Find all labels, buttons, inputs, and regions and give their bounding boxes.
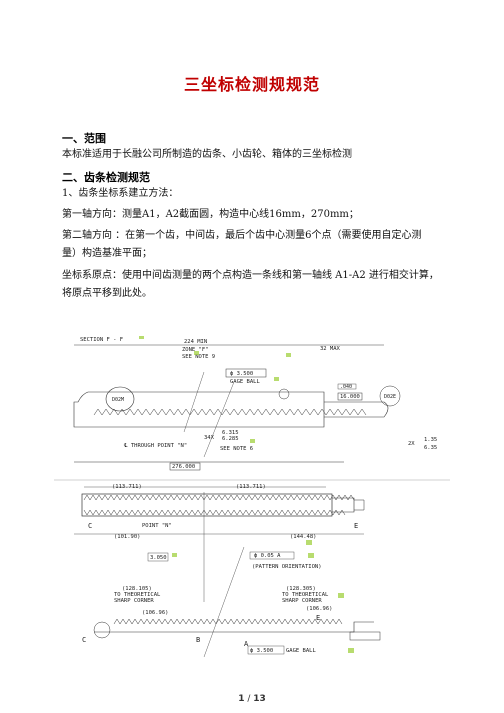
sharp-corner-1: SHARP CORNER	[114, 598, 154, 604]
svg-text:.040: .040	[340, 384, 352, 390]
dim-128-305: (128.305)	[286, 586, 316, 592]
dim-3-050: 3.050	[150, 555, 167, 561]
label-e: E	[354, 522, 358, 530]
dim-106-96-right: (106.96)	[306, 606, 333, 612]
dim-224: 224 MIN	[184, 339, 207, 345]
theoretical-1: TO THEORETICAL	[114, 592, 161, 598]
section-1-heading: 一、范围	[62, 132, 106, 145]
dim-128-105: (128.105)	[122, 586, 152, 592]
note-6: SEE NOTE 6	[220, 446, 253, 452]
tol-1-35: 1.35	[424, 437, 437, 443]
dim-106-96-left: (106.96)	[142, 610, 169, 616]
section-label: SECTION F - F	[80, 337, 123, 343]
page-total: 13	[253, 694, 266, 704]
gage-ball-size: ϕ 3.500	[230, 371, 253, 377]
label-a: A	[244, 640, 249, 648]
dim-16: 16.000	[340, 394, 360, 400]
true-position: ϕ 0.05 A	[254, 553, 281, 559]
gage-ball-label: GAGE BALL	[230, 379, 260, 385]
doc-title: 三坐标检测规规范	[183, 75, 320, 94]
axis-2-text-line1: 第二轴方向 ：在第一个齿，中间齿，最后个齿中心测量6个点（需要使用自定心测	[62, 230, 422, 241]
page-number: 1	[238, 694, 245, 704]
label-c: C	[88, 522, 92, 530]
section-2-heading: 二、齿条检测规范	[62, 171, 150, 184]
svg-text:2X: 2X	[408, 441, 415, 447]
dim-144-48: (144.48)	[290, 534, 317, 540]
note-9: SEE NOTE 9	[182, 354, 215, 360]
label-e-2: E	[316, 614, 320, 622]
label-b: B	[196, 636, 200, 644]
max-32: 32 MAX	[320, 346, 341, 352]
zone-f: ZONE "F"	[182, 347, 209, 353]
theoretical-2: TO THEORETICAL	[282, 592, 329, 598]
svg-text:D02E: D02E	[384, 394, 396, 400]
sharp-corner-2: SHARP CORNER	[282, 598, 322, 604]
dim-101-90: (101.90)	[114, 534, 141, 540]
section-1-text: 本标准适用于长融公司所制造的齿条、小齿轮、箱体的三坐标检测	[62, 149, 352, 160]
point-n: POINT "N"	[142, 523, 172, 529]
axis-2-text-line2: 量）构造基准平面；	[62, 248, 152, 259]
svg-text:D02M: D02M	[112, 397, 124, 403]
pitch-lower: 6.285	[222, 436, 239, 442]
origin-text-line2: 将原点平移到此处。	[62, 288, 152, 299]
page-separator: /	[244, 694, 254, 704]
pitch-upper: 6.315	[222, 430, 239, 436]
count-34x: 34X	[204, 435, 215, 441]
label-c-2: C	[82, 636, 86, 644]
through-point-n: ℄ THROUGH POINT "N"	[123, 443, 187, 449]
gage-ball-size-2: ϕ 3.500	[250, 648, 273, 654]
axis-1-text: 第一轴方向：测量A1，A2截面圆，构造中心线16mm，270mm；	[62, 209, 359, 220]
gage-ball-label-2: GAGE BALL	[286, 648, 316, 654]
origin-text-line1: 坐标系原点：使用中间齿测量的两个点构造一条线和第一轴线 A1-A2 进行相交计算…	[62, 270, 439, 281]
rack-engineering-drawing: SECTION F - F 224 MIN ZONE "F" SEE NOTE …	[54, 336, 450, 658]
item-1-text: 1、齿条坐标系建立方法：	[62, 188, 179, 199]
length-276: 276.000	[172, 464, 195, 470]
pattern-orientation: (PATTERN ORIENTATION)	[252, 564, 322, 570]
tol-6-35: 6.35	[424, 445, 437, 451]
page-footer: 1 / 13	[0, 694, 504, 704]
